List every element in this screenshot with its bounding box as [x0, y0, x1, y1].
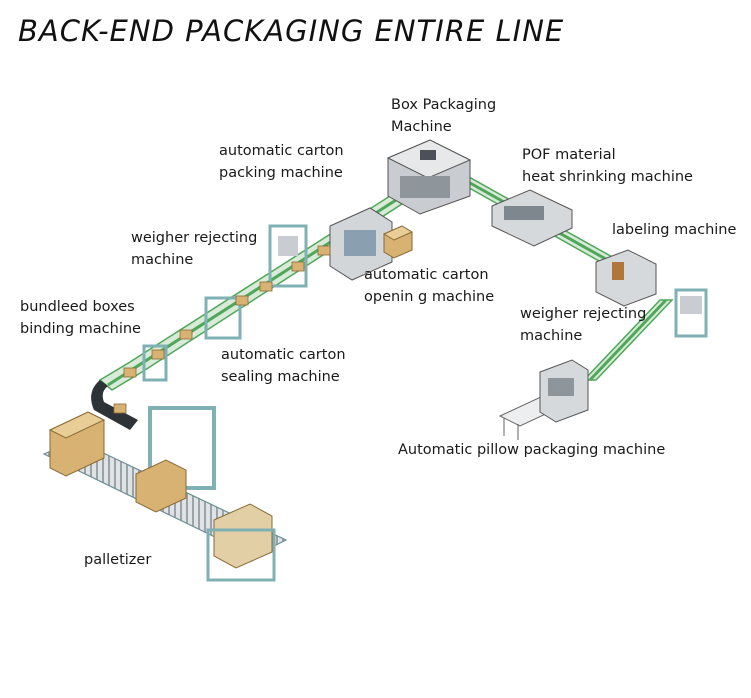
label-line: heat shrinking machine: [522, 169, 693, 185]
labeling-machine: [595, 249, 657, 307]
label-line: openin g machine: [364, 289, 495, 305]
palletizer-section: [42, 406, 288, 582]
label-automatic-pillow-packaging-machine: Automatic pillow packaging machine: [398, 439, 665, 461]
label-line: weigher rejecting: [520, 306, 647, 322]
label-line: machine: [520, 328, 583, 344]
label-line: Automatic pillow packaging machine: [398, 442, 666, 458]
label-weigher-rejecting-machine-right: weigher rejecting machine: [520, 303, 646, 347]
label-line: POF material: [522, 147, 616, 163]
label-line: Box Packaging: [391, 97, 497, 113]
carton-packing-machine: [329, 207, 393, 281]
label-line: automatic carton: [219, 143, 344, 159]
label-line: machine: [131, 252, 194, 268]
carton-opening-machine: [382, 225, 414, 259]
page-title: BACK-END PACKAGING ENTIRE LINE: [18, 14, 565, 48]
label-line: packing machine: [219, 165, 343, 181]
label-line: palletizer: [84, 552, 152, 568]
label-labeling-machine: labeling machine: [612, 219, 736, 241]
label-line: automatic carton: [221, 347, 346, 363]
label-line: binding machine: [20, 321, 141, 337]
weigher-rejecting-machine-left: [268, 224, 308, 288]
pof-shrinking-machine: [491, 189, 573, 247]
label-weigher-rejecting-machine-left: weigher rejecting machine: [131, 227, 257, 271]
label-automatic-carton-packing-machine: automatic carton packing machine: [219, 140, 344, 184]
label-palletizer: palletizer: [84, 549, 151, 571]
label-bundled-boxes-binding-machine: bundleed boxes binding machine: [20, 296, 141, 340]
cartons-on-line: [113, 245, 331, 414]
label-line: Machine: [391, 119, 452, 135]
label-automatic-carton-opening-machine: automatic carton openin g machine: [364, 264, 494, 308]
label-pof-heat-shrinking-machine: POF material heat shrinking machine: [522, 144, 693, 188]
label-line: sealing machine: [221, 369, 340, 385]
box-packaging-machine: [386, 139, 472, 215]
label-automatic-carton-sealing-machine: automatic carton sealing machine: [221, 344, 346, 388]
pillow-packaging-machine: [498, 359, 589, 440]
bundled-binding-machine: [142, 296, 242, 382]
label-line: weigher rejecting: [131, 230, 258, 246]
label-line: automatic carton: [364, 267, 489, 283]
label-line: labeling machine: [612, 222, 737, 238]
label-line: bundleed boxes: [20, 299, 135, 315]
label-box-packaging-machine: Box Packaging Machine: [391, 94, 496, 138]
weigher-rejecting-machine-right: [674, 288, 708, 338]
